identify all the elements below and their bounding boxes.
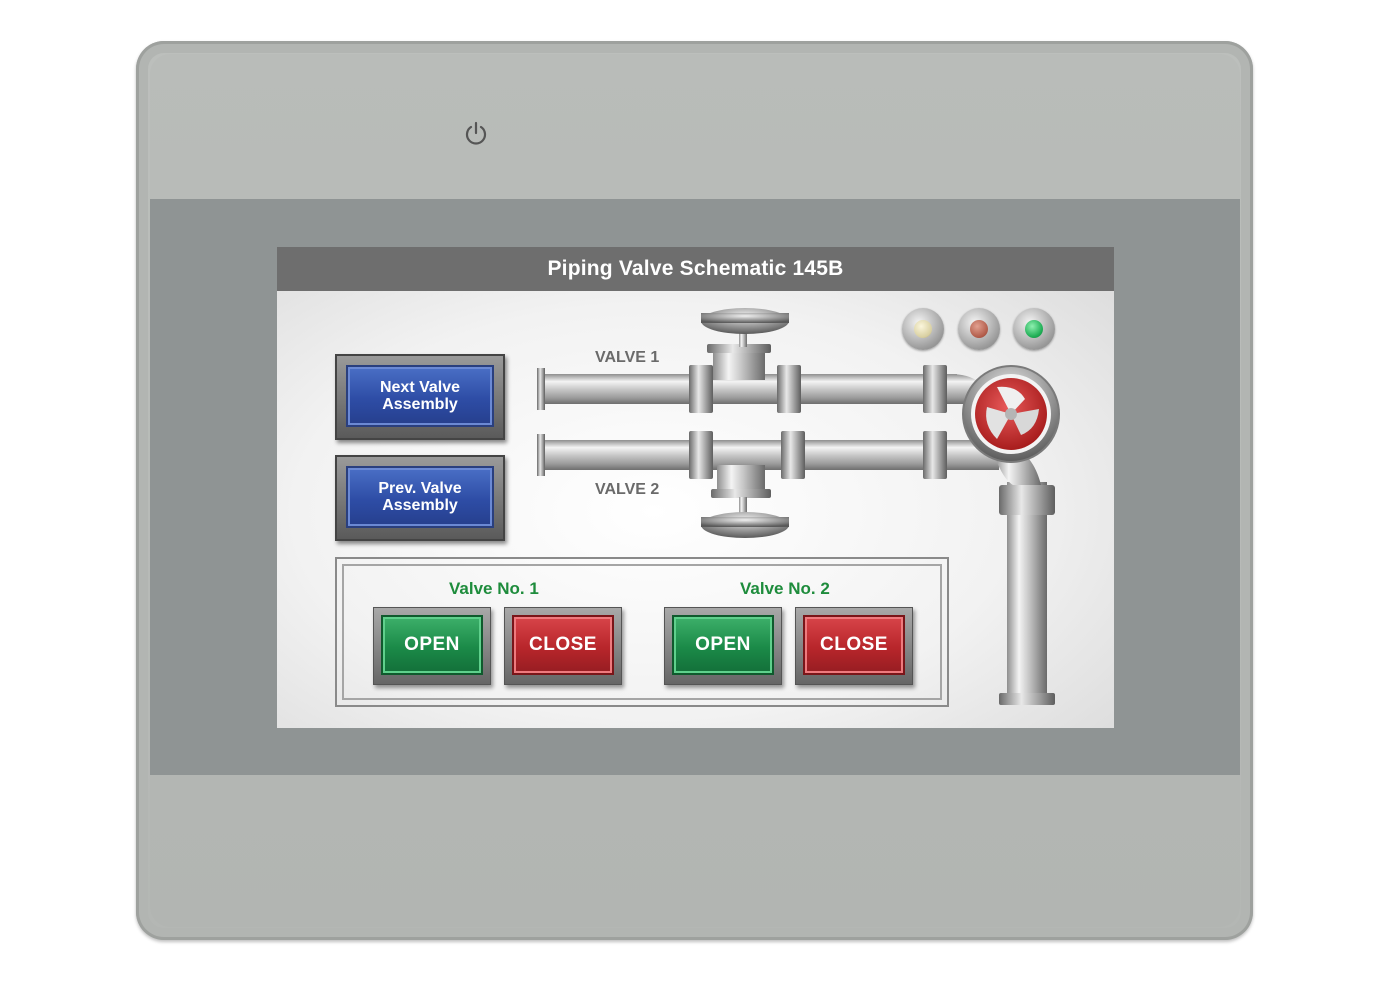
- valve-2-open-label: OPEN: [672, 615, 774, 675]
- valve-1-pipe-label: VALVE 1: [595, 349, 660, 366]
- valve-control-panel: Valve No. 1 Valve No. 2 OPEN CLOSE OPEN …: [335, 557, 949, 707]
- valve-1-close-label: CLOSE: [512, 615, 614, 675]
- indicator-lamp-yellow: [902, 308, 944, 350]
- next-valve-assembly-button[interactable]: Next Valve Assembly: [335, 354, 505, 440]
- pipe-valve-1: [537, 308, 983, 413]
- hmi-screen: Piping Valve Schematic 145B: [277, 247, 1114, 728]
- piping-schematic: [537, 308, 1060, 705]
- indicator-lamp-red: [958, 308, 1000, 350]
- pump-icon: [962, 365, 1060, 463]
- power-icon[interactable]: [462, 120, 490, 148]
- valve-1-control-label: Valve No. 1: [449, 579, 539, 598]
- prev-valve-assembly-button[interactable]: Prev. Valve Assembly: [335, 455, 505, 541]
- pipe-outlet: [995, 457, 1055, 705]
- pipe-valve-2: [537, 431, 999, 538]
- valve-2-close-button[interactable]: CLOSE: [795, 607, 913, 685]
- valve-1-close-button[interactable]: CLOSE: [504, 607, 622, 685]
- prev-valve-assembly-label: Prev. Valve Assembly: [346, 466, 494, 528]
- valve-2-open-button[interactable]: OPEN: [664, 607, 782, 685]
- screen-title: Piping Valve Schematic 145B: [277, 247, 1114, 291]
- next-valve-assembly-label: Next Valve Assembly: [346, 365, 494, 427]
- valve-2-close-label: CLOSE: [803, 615, 905, 675]
- valve-1-open-button[interactable]: OPEN: [373, 607, 491, 685]
- indicator-lamp-green: [1013, 308, 1055, 350]
- valve-2-pipe-label: VALVE 2: [595, 481, 660, 498]
- valve-1-open-label: OPEN: [381, 615, 483, 675]
- valve-2-control-label: Valve No. 2: [740, 579, 830, 598]
